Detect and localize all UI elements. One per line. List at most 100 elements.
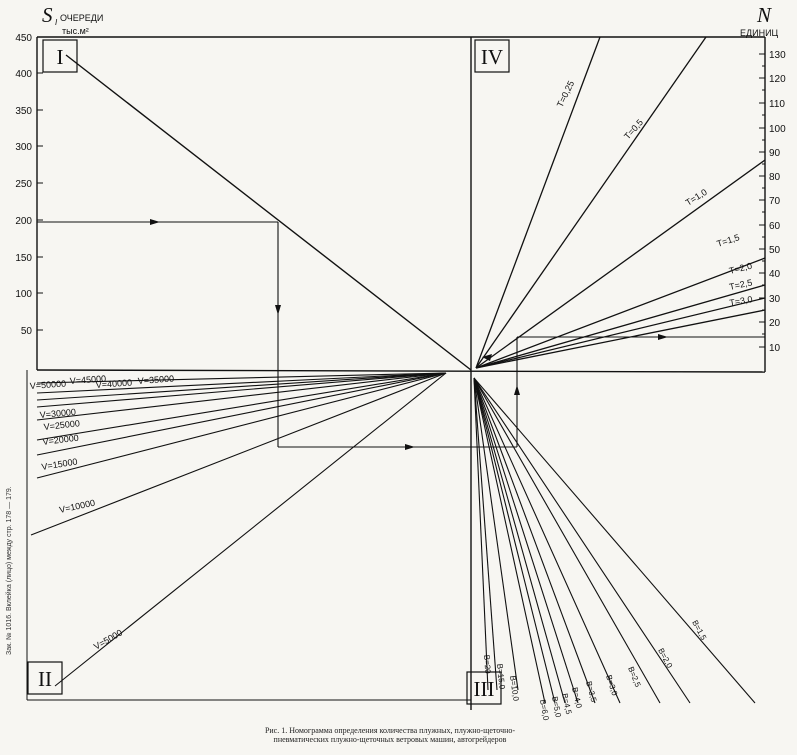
V-line-label: V=45000 [69,373,106,386]
T-line-label: T=2,5 [728,277,753,292]
left-axis-tick-label: 200 [15,216,32,227]
V-line-label: V=20000 [42,433,79,447]
quadrant-I-box [42,39,78,73]
B-line [473,377,498,691]
right-axis-title-unit: ЕДИНИЦ [740,28,779,38]
B-line [473,377,579,704]
nomogram-frame [26,36,766,710]
T-line-label: T=0,25 [555,79,576,109]
quadrant-label: III [474,677,495,701]
arrow-up-head [514,385,520,395]
quadrant-1-diagonal [65,54,472,371]
left-axis-tick-label: 50 [21,326,33,337]
quadrant-4-lines [475,36,766,369]
V-line [30,372,447,536]
V-line-label: V=15000 [41,456,78,472]
left-axis-tick-label: 450 [15,33,32,44]
V-line [36,372,447,384]
arrow-down-head [275,305,281,315]
left-axis-title-subscript: I [55,18,58,27]
right-axis-tick-label: 130 [769,50,786,61]
left-axis-title-unit: тыс.м² [62,26,89,36]
example-solution-path [37,221,765,448]
T-line-label: T=1,0 [684,187,709,208]
right-axis-tick-label: 20 [769,318,781,329]
B-line [473,377,756,704]
right-axis-tick-label: 80 [769,172,781,183]
right-axis-tick-label: 60 [769,221,781,232]
left-axis-title-word: ОЧЕРЕДИ [60,13,103,23]
horizontal-axis [36,369,766,373]
right-axis-tick-label: 90 [769,148,781,159]
B-line [473,377,596,704]
V-line-label: V=5000 [92,627,124,651]
right-axis-tick-label: 120 [769,74,786,85]
axis-ticks [37,36,765,348]
V-line-label: V=50000 [29,378,66,391]
left-axis-tick-label: 400 [15,69,32,80]
quadrant-3-lines [473,377,756,704]
B-line [473,377,621,704]
B-line [473,377,546,704]
quadrant-III-box [466,671,502,705]
B-line-label: B=20 [482,655,492,675]
quadrant-label: I [57,45,64,69]
B-line [473,377,661,704]
B-line-label: B=3,5 [584,680,598,703]
direction-arrows [150,219,668,450]
quadrant-II-box [27,661,63,695]
B-line [473,377,556,704]
V-line-label: V=25000 [43,418,80,432]
T-line [475,297,766,369]
right-axis-tick-label: 70 [769,196,781,207]
V-line [36,372,447,479]
V-line [36,372,447,394]
V-line [36,372,447,421]
T-line [475,159,766,369]
V-line-label: V=30000 [39,407,76,420]
quadrant-IV-box [474,39,510,73]
arrow-left-head [482,354,492,361]
diagram-labels: 4504003503002502001501005013012011010090… [15,3,786,722]
right-axis-tick-label: 100 [769,124,786,135]
caption-line-1: Рис. 1. Номограмма определения количеств… [264,726,516,735]
left-axis-tick-label: 250 [15,179,32,190]
T-line [475,36,601,369]
left-axis-tick-label: 300 [15,142,32,153]
V-line [36,372,447,401]
B-line [473,377,519,691]
T-line [475,257,766,369]
B-line-label: B=2,0 [656,647,674,670]
B-line [473,377,691,704]
B-line-label: B=10,0 [508,675,521,702]
caption-line-2: пневматических плужно-щеточных ветровых … [273,735,507,744]
V-line [36,372,447,456]
B-line-label: B=5,0 [550,696,563,719]
arrow-right-head [405,444,415,450]
arrow-right-head [150,219,160,225]
V-line-label: V=35000 [137,373,174,386]
B-line-label: B=6,0 [538,699,551,722]
quadrant-label: IV [481,45,503,69]
quadrant-label: II [38,667,52,691]
T-line [475,309,766,369]
figure-caption: Рис. 1. Номограмма определения количеств… [150,726,630,744]
B-line [473,377,489,691]
B-line-label: B=15,0 [495,663,507,690]
T-line-label: T=1,5 [716,232,741,249]
B-line-label: B=3,0 [604,674,619,697]
left-axis-tick-label: 150 [15,253,32,264]
quadrant-1-lines [65,54,472,371]
V-line [54,372,447,687]
right-axis-tick-label: 40 [769,269,781,280]
left-axis-title-symbol: S [42,3,53,27]
V-line [36,372,447,441]
V-line [36,372,447,408]
V-line-label: V=40000 [95,377,132,390]
T-line [475,284,766,369]
right-axis-tick-label: 110 [769,99,785,110]
T-line-label: T=2,0 [728,261,753,276]
B-line [473,377,566,704]
quadrant-2-lines [30,372,447,687]
